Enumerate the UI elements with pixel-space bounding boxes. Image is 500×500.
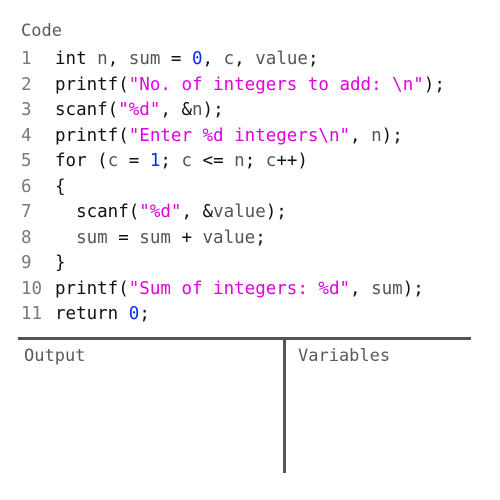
code-token: value	[213, 202, 266, 222]
code-token: ,	[350, 125, 372, 146]
code-line: 8 sum = sum + value;	[21, 226, 445, 252]
code-token: c	[107, 151, 119, 171]
line-number: 3	[21, 100, 32, 120]
code-token: );	[381, 125, 403, 146]
code-token: {	[55, 176, 66, 197]
code-token: =	[107, 227, 140, 248]
code-text: printf("No. of integers to add: \n");	[55, 73, 445, 99]
code-token: );	[265, 202, 287, 222]
code-token: n	[371, 125, 382, 146]
code-token: scanf(	[55, 202, 140, 222]
code-token: );	[402, 278, 424, 299]
code-token: , &	[181, 202, 214, 222]
code-token: printf(	[55, 125, 129, 146]
code-token: sum	[371, 278, 403, 299]
code-token: "No. of integers to add: \n"	[128, 74, 424, 95]
line-number: 10	[21, 278, 43, 299]
code-token: return	[55, 304, 129, 324]
code-token: printf(	[55, 74, 129, 95]
code-token: scanf(	[55, 100, 119, 120]
variables-panel-title: Variables	[298, 346, 391, 366]
code-line: 6{	[21, 175, 445, 201]
code-token: int	[55, 49, 98, 69]
code-token	[55, 228, 76, 248]
code-panel-title: Code	[21, 21, 62, 41]
code-token: , &	[160, 100, 192, 120]
code-token: value	[255, 49, 308, 69]
code-token: ;	[160, 151, 182, 171]
code-token: c	[265, 151, 277, 171]
code-token: ;	[139, 304, 150, 324]
code-token: sum	[76, 227, 108, 248]
code-line: 2 printf("No. of integers to add: \n");	[21, 73, 445, 99]
code-token: );	[423, 74, 445, 95]
line-number: 5	[21, 151, 32, 171]
code-token: "%d"	[118, 100, 161, 120]
code-token: 0	[128, 304, 140, 324]
code-token: ;	[244, 151, 266, 171]
code-token: n	[191, 100, 203, 120]
line-number: 1	[21, 49, 32, 69]
code-token: for (	[55, 151, 108, 171]
code-token: 0	[192, 49, 203, 69]
code-text: printf("Sum of integers: %d", sum);	[55, 277, 424, 303]
vertical-divider	[283, 339, 286, 473]
variables-panel	[290, 372, 470, 472]
code-token: value	[202, 227, 256, 248]
code-text: int n, sum = 0, c, value;	[55, 47, 318, 73]
code-text: scanf("%d", &value);	[55, 200, 287, 226]
code-line: 11 return 0;	[21, 302, 445, 328]
code-text: }	[55, 251, 66, 277]
code-line: 1 int n, sum = 0, c, value;	[21, 47, 445, 73]
output-panel	[20, 372, 280, 472]
code-line: 10 printf("Sum of integers: %d", sum);	[21, 277, 445, 303]
code-token: 1	[149, 151, 161, 171]
code-token: "Sum of integers: %d"	[128, 278, 351, 299]
code-token: =	[118, 151, 150, 171]
code-token: n	[97, 49, 108, 69]
code-line: 3 scanf("%d", &n);	[21, 98, 445, 124]
code-token: "%d"	[139, 202, 182, 222]
code-token: c	[223, 49, 235, 69]
code-token: );	[202, 100, 224, 120]
code-text: {	[55, 175, 66, 201]
code-token: +	[170, 227, 203, 248]
line-number: 4	[21, 125, 32, 146]
code-token: printf(	[55, 278, 129, 299]
code-text: printf("Enter %d integers\n", n);	[55, 124, 403, 150]
code-token: ,	[350, 278, 372, 299]
line-number: 2	[21, 74, 32, 95]
line-number: 11	[21, 304, 43, 324]
code-token: sum	[128, 49, 161, 69]
code-token: ,	[107, 49, 129, 69]
line-number: 9	[21, 253, 32, 273]
code-text: scanf("%d", &n);	[55, 98, 224, 124]
code-token: c	[181, 151, 193, 171]
output-panel-title: Output	[24, 346, 86, 366]
code-token: ;	[255, 227, 266, 248]
code-token: ,	[202, 49, 224, 69]
code-line: 4 printf("Enter %d integers\n", n);	[21, 124, 445, 150]
code-token: n	[234, 151, 245, 171]
horizontal-divider	[18, 337, 471, 340]
code-line: 7 scanf("%d", &value);	[21, 200, 445, 226]
code-text: for (c = 1; c <= n; c++)	[55, 149, 308, 175]
code-token: "Enter %d integers\n"	[128, 125, 351, 146]
code-token: ,	[234, 49, 256, 69]
line-number: 6	[21, 176, 32, 197]
code-token: ;	[307, 49, 319, 69]
code-token: =	[160, 49, 192, 69]
code-token: }	[55, 253, 66, 273]
code-token: ++)	[276, 151, 308, 171]
code-token: <=	[192, 151, 235, 171]
line-number: 7	[21, 202, 32, 222]
code-text: return 0;	[55, 302, 150, 328]
code-line: 9}	[21, 251, 445, 277]
line-number: 8	[21, 227, 32, 248]
code-text: sum = sum + value;	[55, 226, 266, 252]
code-token: sum	[139, 227, 171, 248]
